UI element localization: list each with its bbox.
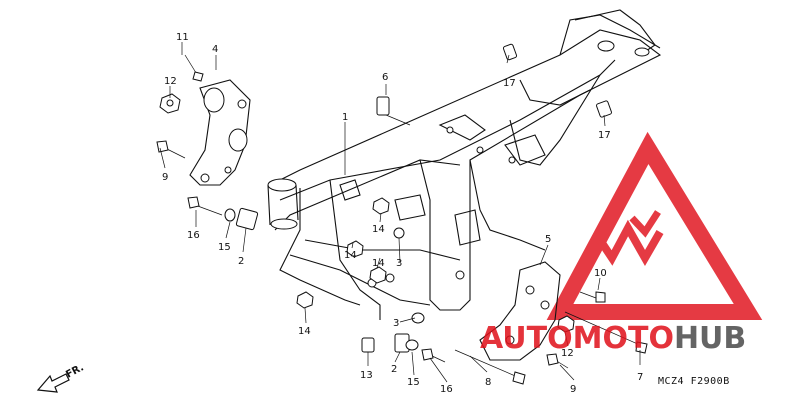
bracket-5 <box>479 261 561 361</box>
callout-10: 10 <box>594 268 607 279</box>
svg-text:AUTOMOTOHUB: AUTOMOTOHUB <box>480 321 746 356</box>
callout-8: 8 <box>485 377 491 388</box>
watermark-hub: HUB <box>674 321 746 356</box>
callout-14-right: 14 <box>372 258 385 269</box>
callout-3-upper: 3 <box>396 258 402 269</box>
callout-11: 11 <box>176 32 189 43</box>
callout-1: 1 <box>342 112 348 123</box>
callout-15-bottom: 15 <box>407 377 420 388</box>
engine-hanger-4 <box>189 79 251 186</box>
callout-9-bottom: 9 <box>570 384 576 395</box>
fr-label: FR. <box>64 362 86 380</box>
callout-12-lower: 12 <box>561 348 574 359</box>
callout-2-left: 2 <box>238 256 244 267</box>
callout-17-top: 17 <box>503 78 516 89</box>
callout-13: 13 <box>360 370 373 381</box>
callout-5: 5 <box>545 234 551 245</box>
watermark-logo <box>546 131 763 320</box>
callout-17-right: 17 <box>598 130 611 141</box>
callout-9-left: 9 <box>162 172 168 183</box>
callout-3-lower: 3 <box>393 318 399 329</box>
watermark-auto: AUTO <box>480 321 573 356</box>
callout-14-mid: 14 <box>344 250 357 261</box>
callout-14-top: 14 <box>372 224 385 235</box>
callout-16-bottom: 16 <box>440 384 453 395</box>
callout-15-left: 15 <box>218 242 231 253</box>
callout-6: 6 <box>382 72 388 83</box>
fasteners <box>156 43 648 385</box>
front-direction-arrow: FR. <box>36 362 86 393</box>
callout-16-left: 16 <box>187 230 200 241</box>
diagram-code: MCZ4 F2900B <box>658 376 730 387</box>
callout-4: 4 <box>212 44 218 55</box>
leader-lines <box>159 42 641 383</box>
watermark-text: AUTOMOTOHUB <box>480 321 746 356</box>
callout-12-upper: 12 <box>164 76 177 87</box>
callout-7: 7 <box>637 372 643 383</box>
callout-labels: 11 4 12 9 1 6 17 17 5 10 7 8 9 16 15 2 1… <box>162 32 643 395</box>
callout-2-bottom: 2 <box>391 364 397 375</box>
watermark-moto: MOTO <box>573 321 674 356</box>
callout-14-lower: 14 <box>298 326 311 337</box>
